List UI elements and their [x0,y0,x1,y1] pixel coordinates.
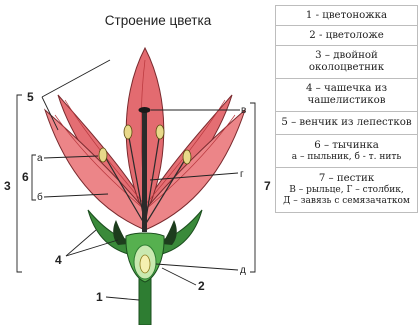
legend-row-2: 2 - цветоложе [275,25,418,46]
legend-row-6: 6 – тычинка а – пыльник, б - т. нить [275,134,418,168]
legend-row-7-sub2: Д – завязь с семязачатком [276,196,417,207]
legend-row-3-text2: околоцветник [276,62,417,74]
legend-row-5-text: 5 – венчик из лепестков [276,117,417,129]
label-d: д [240,265,246,276]
diagram-title: Строение цветка [78,13,238,28]
pistil-stigma [139,107,151,113]
label-4: 4 [55,253,62,267]
legend-row-3: 3 – двойной околоцветник [275,45,418,79]
label-2: 2 [198,279,205,293]
ovule [140,255,150,273]
legend-row-1-text: 1 - цветоножка [276,10,417,22]
legend-row-4-text2: чашелистиков [276,95,417,107]
label-g: г [240,169,244,180]
label-7: 7 [264,179,271,193]
label-6: 6 [22,170,29,184]
legend-table: 1 - цветоножка 2 - цветоложе 3 – двойной… [275,5,418,212]
label-1: 1 [96,290,103,304]
legend-row-2-text: 2 - цветоложе [276,30,417,42]
legend-row-1: 1 - цветоножка [275,5,418,26]
pistil-style [142,112,147,232]
legend-row-4: 4 – чашечка из чашелистиков [275,78,418,112]
legend-row-7: 7 – пестик В – рыльце, Г – столбик, Д – … [275,167,418,213]
flower-diagram: Строение цветка [0,0,275,325]
legend-row-7-text: 7 – пестик [276,173,417,185]
label-3: 3 [4,179,11,193]
legend-row-7-sub: В – рыльце, Г – столбик, [276,185,417,196]
label-a: а [37,153,43,164]
legend-row-6-sub: а – пыльник, б - т. нить [276,152,417,163]
legend-row-4-text: 4 – чашечка из [276,83,417,95]
legend-row-6-text: 6 – тычинка [276,140,417,152]
label-5: 5 [27,90,34,104]
flower-illustration: 5 3 6 а б 4 1 2 7 в г д [0,0,275,325]
legend-row-3-text: 3 – двойной [276,50,417,62]
legend-row-5: 5 – венчик из лепестков [275,111,418,135]
label-v: в [241,105,246,116]
label-b: б [37,191,43,203]
